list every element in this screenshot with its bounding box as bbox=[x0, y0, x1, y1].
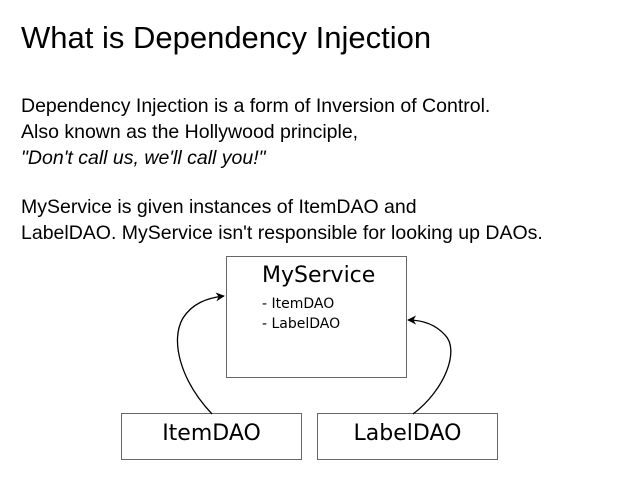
body-line-2: Also known as the Hollywood principle, bbox=[21, 121, 359, 143]
itemdao-box: ItemDAO bbox=[121, 413, 302, 460]
myservice-title: MyService bbox=[262, 263, 376, 288]
labeldao-box: LabelDAO bbox=[317, 413, 498, 460]
labeldao-to-myservice-arrow bbox=[407, 315, 452, 415]
myservice-field-labeldao: - LabelDAO bbox=[262, 316, 341, 332]
body-line-1: Dependency Injection is a form of Invers… bbox=[21, 95, 491, 117]
body-line-5: LabelDAO. MyService isn't responsible fo… bbox=[21, 222, 543, 244]
itemdao-label: ItemDAO bbox=[162, 421, 261, 446]
body-line-4: MyService is given instances of ItemDAO … bbox=[21, 196, 417, 218]
itemdao-to-myservice-arrow bbox=[176, 292, 225, 415]
myservice-field-itemdao: - ItemDAO bbox=[262, 296, 335, 312]
hollywood-quote: "Don't call us, we'll call you!" bbox=[21, 147, 266, 169]
slide-title: What is Dependency Injection bbox=[21, 20, 432, 55]
myservice-box: MyService - ItemDAO - LabelDAO bbox=[226, 256, 407, 378]
labeldao-label: LabelDAO bbox=[353, 421, 462, 446]
